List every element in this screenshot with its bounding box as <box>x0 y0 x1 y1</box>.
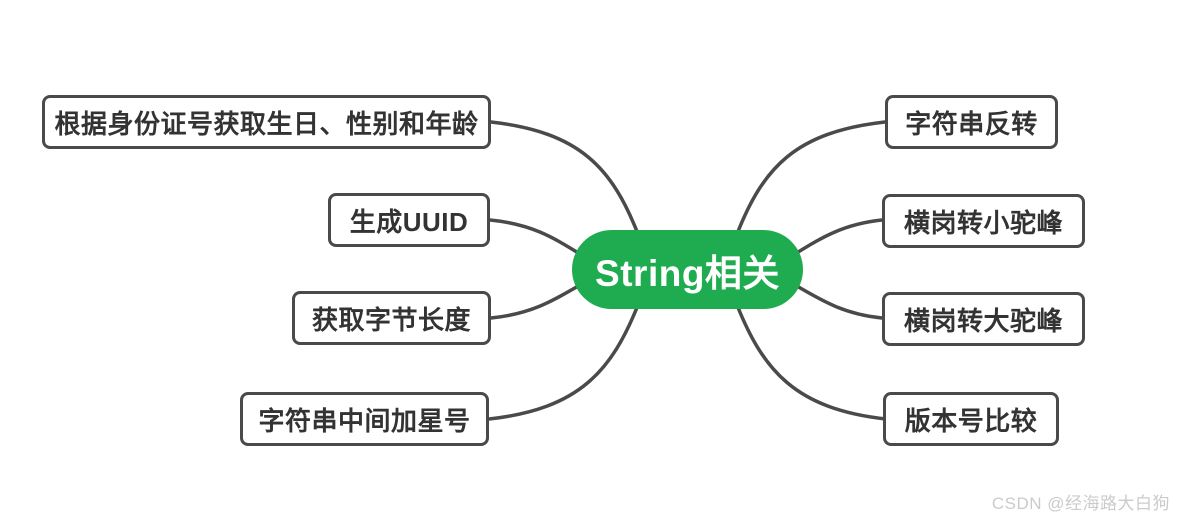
topic-id-birthday-gender-age[interactable]: 根据身份证号获取生日、性别和年龄 <box>42 95 491 149</box>
topic-label: 字符串中间加星号 <box>258 405 471 436</box>
edge-right-1 <box>735 120 887 236</box>
topic-version-compare[interactable]: 版本号比较 <box>883 392 1059 446</box>
topic-label: 获取字节长度 <box>311 304 471 335</box>
topic-kebab-to-lower-camel[interactable]: 横岗转小驼峰 <box>882 194 1085 248</box>
root-topic[interactable]: String相关 <box>572 230 803 309</box>
topic-get-byte-length[interactable]: 获取字节长度 <box>292 291 491 345</box>
topic-generate-uuid[interactable]: 生成UUID <box>328 193 490 247</box>
topic-mask-middle-with-star[interactable]: 字符串中间加星号 <box>240 392 489 446</box>
edge-left-1 <box>489 120 640 236</box>
topic-kebab-to-upper-camel[interactable]: 横岗转大驼峰 <box>882 292 1085 346</box>
edge-right-4 <box>735 303 888 421</box>
edge-right-2 <box>793 218 884 256</box>
edge-left-4 <box>487 303 640 421</box>
edge-left-3 <box>489 283 582 320</box>
topic-string-reverse[interactable]: 字符串反转 <box>885 95 1058 149</box>
topic-label: 生成UUID <box>349 206 469 237</box>
topic-label: 版本号比较 <box>904 405 1038 436</box>
edge-left-2 <box>488 218 582 256</box>
topic-label: 横岗转大驼峰 <box>903 305 1063 336</box>
csdn-watermark: CSDN @经海路大白狗 <box>991 494 1170 513</box>
root-topic-label: String相关 <box>595 252 780 294</box>
topic-label: 字符串反转 <box>905 108 1038 139</box>
edge-right-3 <box>793 283 884 320</box>
topic-label: 横岗转小驼峰 <box>903 207 1063 238</box>
topic-label: 根据身份证号获取生日、性别和年龄 <box>54 108 479 139</box>
